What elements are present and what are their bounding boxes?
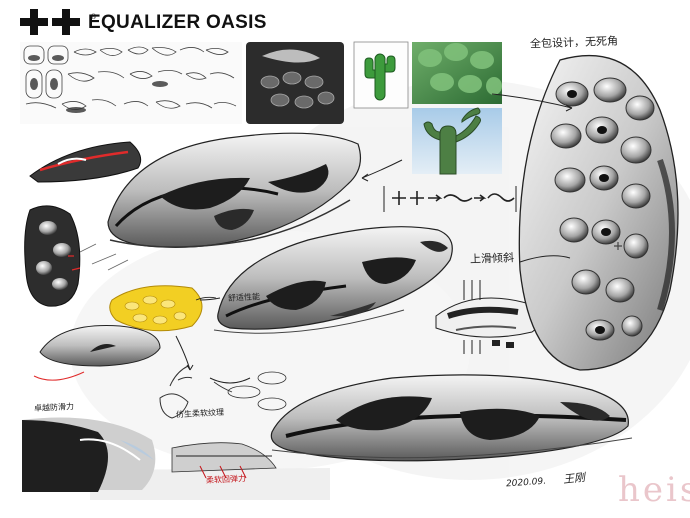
watermark: heisi [618, 470, 690, 510]
slide-sketch-middle [213, 226, 453, 334]
slide-sketch-top [75, 132, 361, 271]
brand-header: ® EQUALIZER OASIS [20, 9, 267, 35]
slide-sketch-side-red [29, 141, 142, 183]
cactus-icon [364, 53, 396, 101]
annotation-bottom-red: 柔软回弹力 [205, 473, 247, 486]
double-plus-logo-icon [20, 9, 80, 35]
logo-evolution [383, 186, 517, 212]
annotation-arrows [175, 93, 573, 384]
annotation-detail-top: 舒适性能 [227, 292, 261, 303]
strap-sketch-left [33, 325, 161, 381]
arrow-icon [428, 194, 443, 202]
closeup-sketch-bottom-left [22, 417, 156, 492]
detail-sketch-bottom-center [159, 365, 277, 479]
annotation-support: 上滑倾斜 [469, 251, 515, 266]
swirl-sketches [213, 371, 287, 411]
sole-sketch-left [24, 205, 81, 307]
annotation-top-right: 全包设计，无死角 [529, 34, 619, 51]
cross-section-detail [435, 280, 540, 354]
artist-signature: 王刚 [562, 470, 586, 487]
sole-view-large [518, 54, 679, 371]
registered-mark: ® [90, 13, 97, 21]
thumbnail-sketch-grid [20, 42, 242, 124]
brand-title: EQUALIZER OASIS [88, 12, 267, 33]
dark-sole-render [246, 42, 344, 124]
annotation-lower-left: 卓越防滑力 [33, 401, 75, 414]
slide-sketch-bottom [270, 374, 633, 462]
cactus-reference-panel [353, 41, 502, 175]
yellow-foam-texture [109, 285, 217, 332]
